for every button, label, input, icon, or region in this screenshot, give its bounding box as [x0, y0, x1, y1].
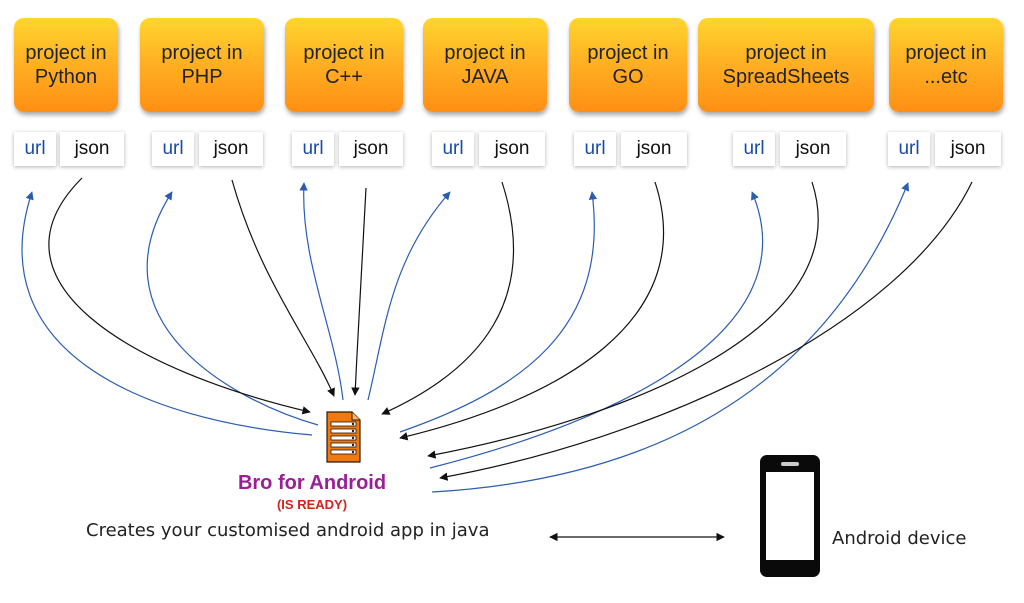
json-tag: json	[199, 132, 263, 166]
url-arrow-cpp	[299, 182, 344, 401]
project-label: project in Python	[25, 42, 107, 88]
json-arrow-spreadsheets	[427, 181, 819, 459]
json-tag: json	[780, 132, 846, 166]
url-arrow-etc	[431, 182, 910, 493]
project-box-spreadsheets: project in SpreadSheets	[698, 18, 874, 112]
url-arrow-spreadsheets	[429, 191, 764, 469]
json-tag: json	[479, 132, 545, 166]
device-label: Android device	[832, 528, 967, 549]
project-label: project in C++	[303, 42, 385, 88]
project-label: project in JAVA	[444, 42, 526, 88]
json-arrow-java	[381, 181, 515, 415]
json-arrow-etc	[439, 181, 973, 481]
json-tag: json	[621, 132, 687, 166]
bro-caption: Creates your customised android app in j…	[86, 520, 490, 541]
json-arrow-php	[231, 179, 335, 397]
project-label: project in ...etc	[905, 42, 987, 88]
project-label: project in SpreadSheets	[722, 42, 850, 88]
url-tag: url	[574, 132, 616, 166]
url-arrow-php	[146, 191, 319, 426]
url-tag: url	[733, 132, 775, 166]
json-tag: json	[60, 132, 124, 166]
project-box-go: project in GO	[569, 18, 687, 112]
json-arrow-go	[399, 181, 665, 441]
json-arrow-cpp	[351, 187, 367, 396]
project-box-python: project in Python	[14, 18, 118, 112]
url-arrow-java	[367, 191, 451, 401]
url-tag: url	[292, 132, 334, 166]
server-list-icon	[326, 411, 361, 463]
url-tag: url	[432, 132, 474, 166]
url-tag: url	[888, 132, 930, 166]
project-label: project in GO	[587, 42, 669, 88]
json-tag: json	[935, 132, 1001, 166]
url-tag: url	[14, 132, 56, 166]
url-arrow-python	[21, 191, 313, 436]
project-label: project in PHP	[161, 42, 243, 88]
url-arrow-go	[399, 191, 598, 433]
project-box-php: project in PHP	[140, 18, 264, 112]
project-box-cpp: project in C++	[285, 18, 403, 112]
json-arrow-python	[48, 177, 311, 415]
project-box-java: project in JAVA	[423, 18, 547, 112]
json-tag: json	[339, 132, 403, 166]
bro-status: (IS READY)	[276, 497, 348, 512]
url-tag: url	[152, 132, 194, 166]
project-box-etc: project in ...etc	[889, 18, 1003, 112]
bro-title: Bro for Android	[237, 472, 387, 494]
phone-icon	[760, 455, 820, 577]
